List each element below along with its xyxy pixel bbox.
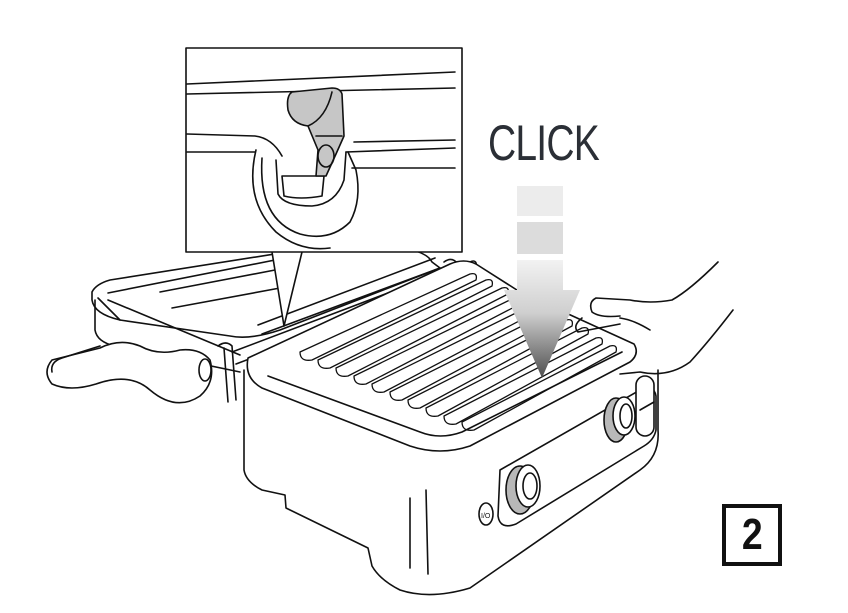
svg-text:I/O: I/O — [481, 513, 491, 520]
power-button: I/O — [478, 502, 494, 526]
open-lid — [91, 245, 441, 373]
control-panel: I/O — [478, 375, 657, 527]
inset-pointer — [271, 251, 303, 327]
step-number-badge: 2 — [722, 504, 782, 566]
hand — [574, 261, 734, 375]
press-down-arrow — [504, 186, 580, 378]
grill-base — [243, 369, 659, 596]
click-label: CLICK — [488, 115, 600, 171]
timer-knob — [603, 396, 636, 443]
lid-handle — [46, 341, 237, 404]
latch-detail-inset — [185, 47, 463, 253]
step-number: 2 — [741, 510, 763, 559]
release-button — [635, 375, 655, 437]
temperature-knob — [505, 464, 541, 515]
